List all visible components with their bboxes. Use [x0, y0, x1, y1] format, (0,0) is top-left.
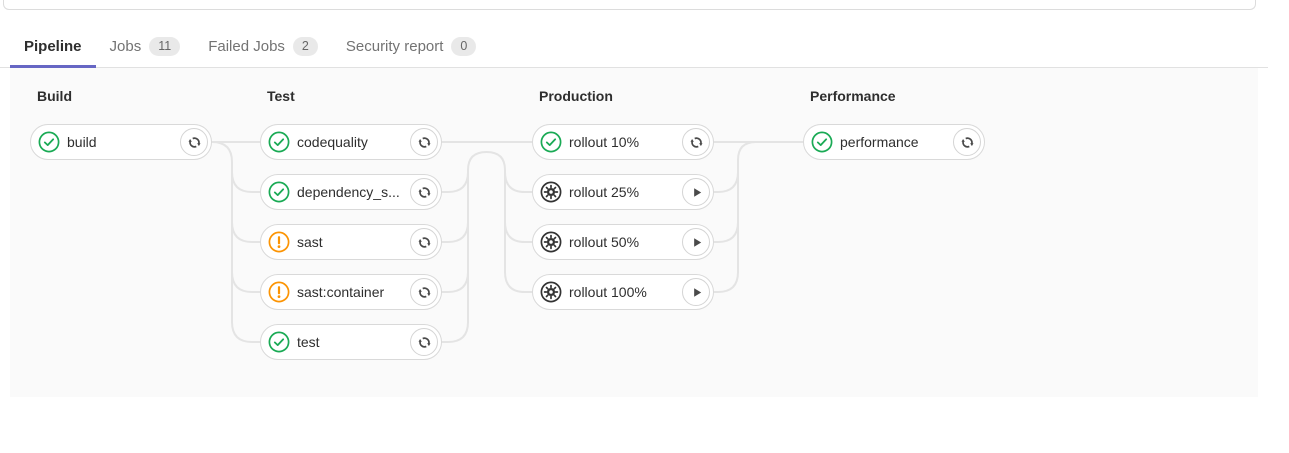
job-label: build — [67, 134, 97, 150]
play-icon — [693, 187, 701, 197]
success-status-icon — [268, 331, 290, 353]
job-dependency-scanning[interactable]: dependency_s... — [260, 174, 442, 210]
job-label: sast — [297, 234, 323, 250]
success-status-icon — [268, 131, 290, 153]
job-performance[interactable]: performance — [803, 124, 985, 160]
success-status-icon — [38, 131, 60, 153]
retry-job-button[interactable] — [410, 328, 438, 356]
job-label: codequality — [297, 134, 368, 150]
job-label: sast:container — [297, 284, 385, 300]
retry-job-button[interactable] — [682, 128, 710, 156]
success-status-icon — [268, 181, 290, 203]
stage-title-production: Production — [539, 88, 613, 104]
stage-title-test: Test — [267, 88, 295, 104]
play-job-button[interactable] — [682, 178, 710, 206]
retry-job-button[interactable] — [410, 128, 438, 156]
tab-failed-jobs-count-badge: 2 — [292, 37, 318, 56]
tab-jobs[interactable]: Jobs 11 — [96, 28, 195, 68]
job-rollout-50[interactable]: rollout 50% — [532, 224, 714, 260]
retry-job-button[interactable] — [410, 278, 438, 306]
job-test[interactable]: test — [260, 324, 442, 360]
tab-security-report-label: Security report — [345, 38, 444, 55]
warning-status-icon — [268, 281, 290, 303]
retry-icon — [417, 286, 431, 298]
job-label: rollout 50% — [569, 234, 640, 250]
success-status-icon — [811, 131, 833, 153]
job-label: rollout 10% — [569, 134, 640, 150]
stage-title-build: Build — [37, 88, 72, 104]
retry-icon — [417, 236, 431, 248]
job-label: performance — [840, 134, 919, 150]
pipeline-graph: Build Test Production Performance build … — [10, 68, 1258, 397]
manual-status-icon — [540, 181, 562, 203]
job-label: rollout 100% — [569, 284, 647, 300]
retry-job-button[interactable] — [410, 178, 438, 206]
warning-status-icon — [268, 231, 290, 253]
job-sast[interactable]: sast — [260, 224, 442, 260]
pipeline-tab-bar: Pipeline Jobs 11 Failed Jobs 2 Security … — [0, 28, 1268, 68]
manual-status-icon — [540, 281, 562, 303]
job-rollout-10[interactable]: rollout 10% — [532, 124, 714, 160]
retry-icon — [417, 336, 431, 348]
job-sast-container[interactable]: sast:container — [260, 274, 442, 310]
job-rollout-25[interactable]: rollout 25% — [532, 174, 714, 210]
previous-card-bottom-edge — [3, 0, 1256, 10]
retry-job-button[interactable] — [953, 128, 981, 156]
tab-jobs-label: Jobs — [109, 38, 142, 55]
retry-icon — [417, 186, 431, 198]
job-label: rollout 25% — [569, 184, 640, 200]
success-status-icon — [540, 131, 562, 153]
tab-jobs-count-badge: 11 — [149, 37, 181, 56]
tab-security-report-count-badge: 0 — [451, 37, 477, 56]
job-rollout-100[interactable]: rollout 100% — [532, 274, 714, 310]
tab-pipeline[interactable]: Pipeline — [10, 28, 96, 68]
play-icon — [693, 237, 701, 247]
play-icon — [693, 287, 701, 297]
tab-failed-jobs-label: Failed Jobs — [208, 38, 285, 55]
retry-icon — [960, 136, 974, 148]
tab-pipeline-label: Pipeline — [24, 38, 82, 55]
tab-security-report[interactable]: Security report 0 — [332, 28, 491, 68]
job-build[interactable]: build — [30, 124, 212, 160]
play-job-button[interactable] — [682, 228, 710, 256]
stage-title-performance: Performance — [810, 88, 896, 104]
play-job-button[interactable] — [682, 278, 710, 306]
job-label: test — [297, 334, 320, 350]
manual-status-icon — [540, 231, 562, 253]
tab-failed-jobs[interactable]: Failed Jobs 2 — [194, 28, 332, 68]
stage-connector-lines — [211, 141, 803, 343]
retry-job-button[interactable] — [410, 228, 438, 256]
retry-job-button[interactable] — [180, 128, 208, 156]
retry-icon — [417, 136, 431, 148]
job-label: dependency_s... — [297, 184, 400, 200]
retry-icon — [187, 136, 201, 148]
job-codequality[interactable]: codequality — [260, 124, 442, 160]
retry-icon — [689, 136, 703, 148]
